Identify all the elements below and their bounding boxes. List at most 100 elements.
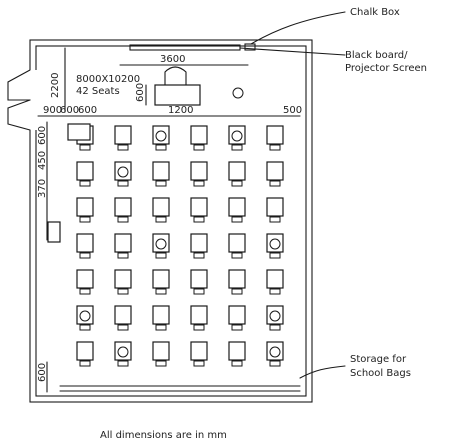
student-chair xyxy=(155,324,167,331)
student-chair xyxy=(193,216,205,223)
student-chair xyxy=(117,180,129,187)
dim-row-pitch-b: 450 xyxy=(37,151,48,170)
student-chair xyxy=(193,288,205,295)
student-chair xyxy=(79,144,91,151)
chalk-box xyxy=(244,43,256,51)
student-desk xyxy=(190,125,208,145)
dim-teacher-desk-depth: 600 xyxy=(135,83,146,102)
student-desk xyxy=(190,305,208,325)
room-outer-wall xyxy=(29,39,313,403)
student-chair xyxy=(155,144,167,151)
callout-board-line1: Black board/ xyxy=(345,50,408,61)
student-chair xyxy=(231,144,243,151)
student-desk xyxy=(76,197,94,217)
student-desk xyxy=(114,125,132,145)
student-chair xyxy=(79,216,91,223)
student-figure xyxy=(269,310,281,322)
door-icon xyxy=(7,69,38,131)
student-chair xyxy=(79,252,91,259)
room-size-label: 8000X10200 xyxy=(76,74,140,85)
dim-entry-depth: 2200 xyxy=(50,73,61,98)
dim-board-width: 3600 xyxy=(160,54,185,65)
student-chair xyxy=(79,288,91,295)
student-desk xyxy=(76,233,94,253)
student-desk xyxy=(228,197,246,217)
student-desk xyxy=(266,197,284,217)
dim-row-pitch-a: 600 xyxy=(37,126,48,145)
student-chair xyxy=(79,180,91,187)
student-desk xyxy=(266,125,284,145)
student-desk xyxy=(76,269,94,289)
room-inner-wall xyxy=(35,45,307,397)
student-chair xyxy=(155,252,167,259)
student-desk xyxy=(152,341,170,361)
callout-storage-line2: School Bags xyxy=(350,368,411,379)
student-chair xyxy=(193,360,205,367)
dim-first-col-a: 600 xyxy=(60,105,79,116)
student-chair xyxy=(193,144,205,151)
student-chair xyxy=(117,252,129,259)
front-side-desk xyxy=(67,123,91,141)
student-desk xyxy=(266,269,284,289)
student-chair xyxy=(269,216,281,223)
footer-note: All dimensions are in mm xyxy=(100,430,227,441)
storage-leader xyxy=(299,365,346,379)
student-desk xyxy=(228,161,246,181)
student-chair xyxy=(155,288,167,295)
student-desk xyxy=(114,305,132,325)
student-chair xyxy=(193,252,205,259)
chalk-box-leader xyxy=(250,11,346,45)
dim-aisle-center: 1200 xyxy=(168,105,193,116)
student-desk xyxy=(152,269,170,289)
wall-cabinet xyxy=(47,221,61,243)
student-chair xyxy=(269,288,281,295)
student-chair xyxy=(231,252,243,259)
student-figure xyxy=(155,130,167,142)
student-chair xyxy=(193,324,205,331)
student-figure xyxy=(269,346,281,358)
student-desk xyxy=(228,233,246,253)
student-chair xyxy=(155,360,167,367)
student-desk xyxy=(114,197,132,217)
student-desk xyxy=(190,341,208,361)
student-chair xyxy=(269,252,281,259)
student-chair xyxy=(79,360,91,367)
student-desk xyxy=(114,233,132,253)
dim-right-gap: 500 xyxy=(283,105,302,116)
student-chair xyxy=(269,324,281,331)
student-figure xyxy=(155,238,167,250)
student-desk xyxy=(190,161,208,181)
student-chair xyxy=(269,360,281,367)
student-desk xyxy=(152,197,170,217)
student-desk-grid xyxy=(67,123,284,367)
dim-first-col-b: 600 xyxy=(78,105,97,116)
student-chair xyxy=(117,216,129,223)
student-desk xyxy=(114,269,132,289)
seat-count-label: 42 Seats xyxy=(76,86,120,97)
student-chair xyxy=(231,216,243,223)
student-chair xyxy=(231,324,243,331)
student-figure xyxy=(269,238,281,250)
callout-chalk-box: Chalk Box xyxy=(350,7,400,18)
student-desk xyxy=(190,197,208,217)
student-desk xyxy=(266,161,284,181)
student-chair xyxy=(117,144,129,151)
student-desk xyxy=(76,161,94,181)
student-desk xyxy=(228,341,246,361)
student-chair xyxy=(117,324,129,331)
callout-board-line2: Projector Screen xyxy=(345,63,427,74)
student-chair xyxy=(155,216,167,223)
student-chair xyxy=(231,180,243,187)
dim-row-pitch-c: 370 xyxy=(37,179,48,198)
student-desk xyxy=(190,269,208,289)
student-chair xyxy=(193,180,205,187)
student-figure xyxy=(79,310,91,322)
student-figure xyxy=(117,346,129,358)
teacher-desk xyxy=(154,84,201,106)
board-leader xyxy=(239,47,346,56)
student-figure xyxy=(231,130,243,142)
student-chair xyxy=(79,324,91,331)
student-chair xyxy=(269,180,281,187)
student-desk xyxy=(152,305,170,325)
